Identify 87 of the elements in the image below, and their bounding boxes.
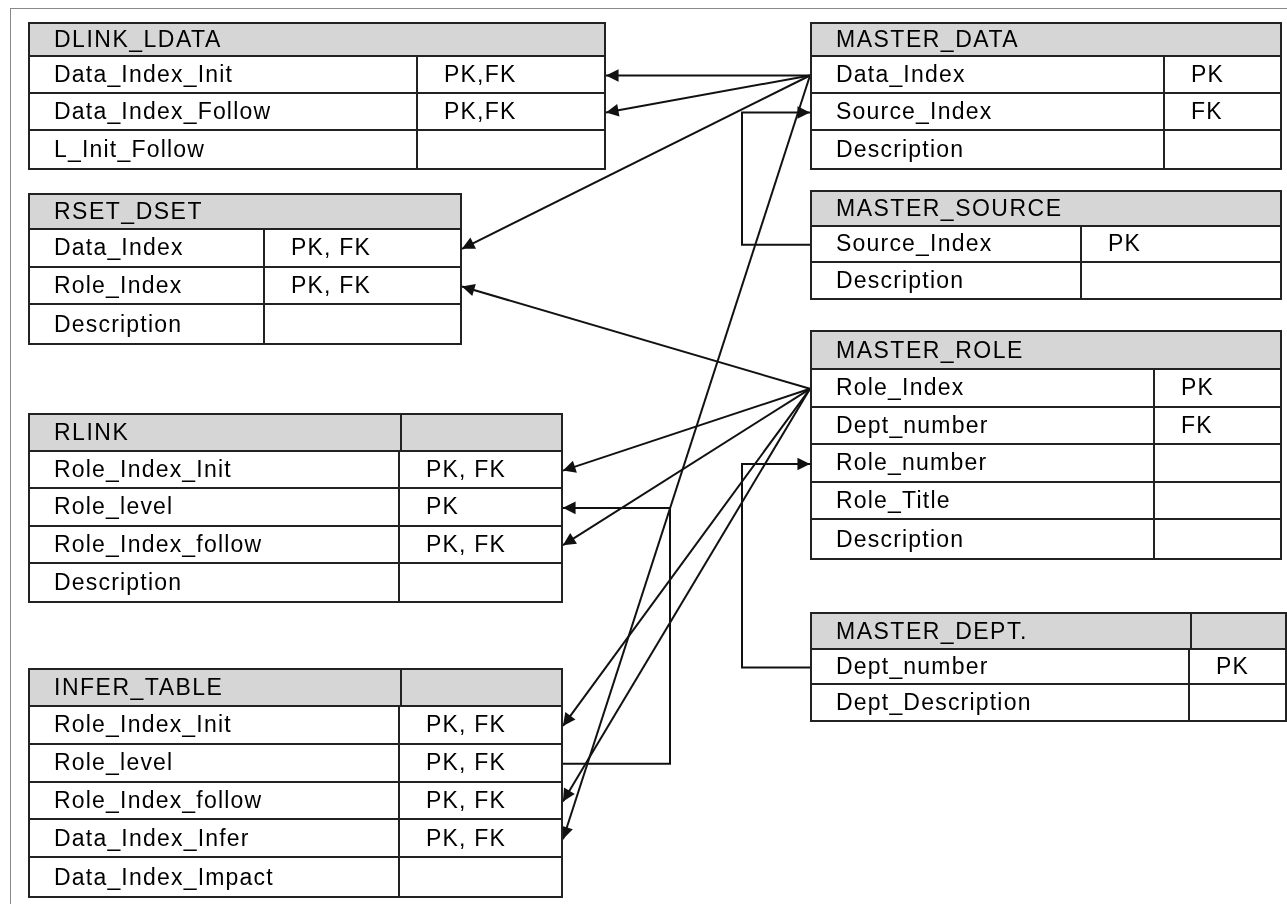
table xyxy=(28,413,563,603)
table xyxy=(810,22,1282,170)
key-label: FK xyxy=(1163,94,1280,129)
field-name: Role_Index_follow xyxy=(54,529,263,559)
table-row xyxy=(30,267,460,306)
table-row xyxy=(30,744,561,783)
table-row xyxy=(812,445,1280,483)
table-title: INFER_TABLE xyxy=(30,670,561,707)
key-label: PK, FK xyxy=(398,707,561,743)
field-name: Description xyxy=(836,135,965,164)
key-label: PK xyxy=(1080,227,1280,261)
table xyxy=(28,22,606,170)
arrow xyxy=(461,283,811,390)
arrow xyxy=(605,74,811,117)
table xyxy=(810,330,1282,560)
key-label: PK, FK xyxy=(263,267,460,304)
arrow xyxy=(562,387,811,473)
key-label: PK xyxy=(1153,370,1280,406)
field-name: Role_Index xyxy=(836,373,965,403)
table-title: DLINK_LDATA xyxy=(30,24,604,57)
table-row xyxy=(812,57,1280,94)
key-label: PK xyxy=(1188,650,1285,683)
table-row xyxy=(812,370,1280,408)
table-row xyxy=(812,227,1280,263)
field-name: Role_Index xyxy=(54,271,183,300)
field-name: Role_number xyxy=(836,448,988,478)
field-name: Role_Index_Init xyxy=(54,455,232,485)
table-row xyxy=(812,650,1285,685)
table xyxy=(28,668,563,898)
arrow xyxy=(562,501,671,765)
arrow xyxy=(461,74,811,250)
field-name: Dept_Description xyxy=(836,688,1032,717)
table-row xyxy=(812,482,1280,521)
field-name: Role_level xyxy=(54,492,174,522)
table-row xyxy=(30,526,561,564)
field-name: Data_Index_Impact xyxy=(54,862,274,892)
table xyxy=(810,190,1282,300)
field-name: Data_Index_Init xyxy=(54,60,234,89)
field-name: Data_Index xyxy=(54,233,184,263)
key-label: PK, FK xyxy=(263,230,460,266)
field-name: Data_Index_Infer xyxy=(54,823,250,853)
key-label: PK, FK xyxy=(398,744,561,781)
table-row xyxy=(30,94,604,131)
field-name: Source_Index xyxy=(836,229,993,259)
table xyxy=(810,612,1287,722)
field-name: Description xyxy=(836,524,965,554)
table-row xyxy=(30,820,561,859)
table-row xyxy=(30,782,561,821)
field-name: Role_Index_Init xyxy=(54,710,232,740)
key-label: PK, FK xyxy=(398,452,561,488)
table-title: RLINK xyxy=(30,415,561,452)
field-name: Dept_number xyxy=(836,652,989,681)
table-row xyxy=(30,57,604,94)
field-name: L_Init_Follow xyxy=(54,135,206,164)
table-title: MASTER_DATA xyxy=(812,24,1280,57)
field-name: Description xyxy=(836,265,965,295)
field-name: Role_Index_follow xyxy=(54,786,263,815)
key-label: PK,FK xyxy=(416,57,604,92)
key-label: PK, FK xyxy=(398,782,561,819)
field-name: Data_Index_Follow xyxy=(54,97,272,126)
table xyxy=(28,193,462,345)
field-name: Role_level xyxy=(54,748,174,778)
table-title: MASTER_SOURCE xyxy=(812,192,1280,227)
table-row xyxy=(812,407,1280,446)
key-label: PK, FK xyxy=(398,526,561,562)
arrow xyxy=(741,106,811,246)
field-name: Source_Index xyxy=(836,97,993,126)
arrow xyxy=(741,457,811,669)
key-label: PK xyxy=(1163,57,1280,92)
field-name: Dept_number xyxy=(836,410,989,440)
table-row xyxy=(812,94,1280,131)
table-row xyxy=(30,489,561,527)
key-label: PK, FK xyxy=(398,820,561,857)
field-name: Role_Title xyxy=(836,486,951,516)
key-label: FK xyxy=(1153,407,1280,444)
field-name: Description xyxy=(54,567,183,597)
arrow xyxy=(562,387,811,547)
key-label: PK,FK xyxy=(416,94,604,129)
table-title: RSET_DSET xyxy=(30,195,460,230)
key-label: PK xyxy=(398,489,561,525)
field-name: Description xyxy=(54,309,183,339)
table-row xyxy=(30,230,460,268)
table-title: MASTER_ROLE xyxy=(812,332,1280,370)
table-row xyxy=(30,707,561,745)
table-row xyxy=(30,452,561,490)
field-name: Data_Index xyxy=(836,60,966,89)
table-title: MASTER_DEPT. xyxy=(812,614,1285,650)
